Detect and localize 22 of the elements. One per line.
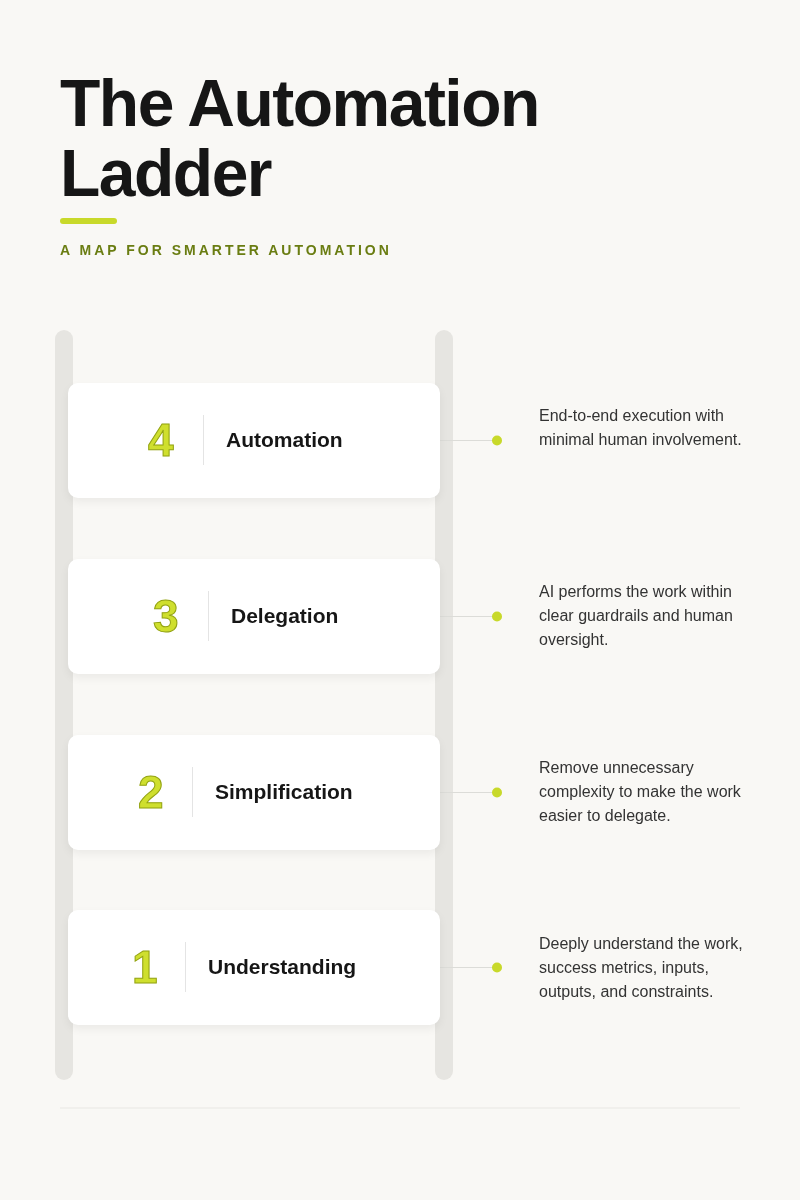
step-name: Delegation bbox=[231, 603, 339, 629]
step-name: Understanding bbox=[208, 954, 357, 980]
step-card bbox=[68, 383, 440, 498]
step-number: 1 bbox=[132, 940, 158, 995]
step-card bbox=[68, 735, 440, 850]
step-number: 2 bbox=[138, 765, 164, 820]
step-number: 3 bbox=[153, 589, 179, 644]
leader-line bbox=[439, 435, 503, 446]
leader-line bbox=[439, 962, 503, 973]
step-card bbox=[68, 910, 440, 1025]
step-name: Automation bbox=[226, 427, 343, 453]
step-card bbox=[68, 559, 440, 674]
description-text: End-to-end execution with minimal human involvement. bbox=[502, 404, 754, 452]
description-text: AI performs the work within clear guardrails and human oversight. bbox=[502, 580, 754, 652]
title: The Automation Ladder bbox=[60, 68, 540, 208]
description-text: Deeply understand the work, success metrics, inputs, outputs, and constraints. bbox=[502, 932, 754, 1004]
leader-line bbox=[439, 787, 503, 798]
leader-line bbox=[439, 611, 503, 622]
description-text: Remove unnecessary complexity to make the work easier to delegate. bbox=[502, 756, 754, 828]
subtitle: A MAP FOR SMARTER AUTOMATION bbox=[60, 242, 392, 258]
step-number: 4 bbox=[148, 413, 174, 468]
step-name: Simplification bbox=[215, 779, 353, 805]
